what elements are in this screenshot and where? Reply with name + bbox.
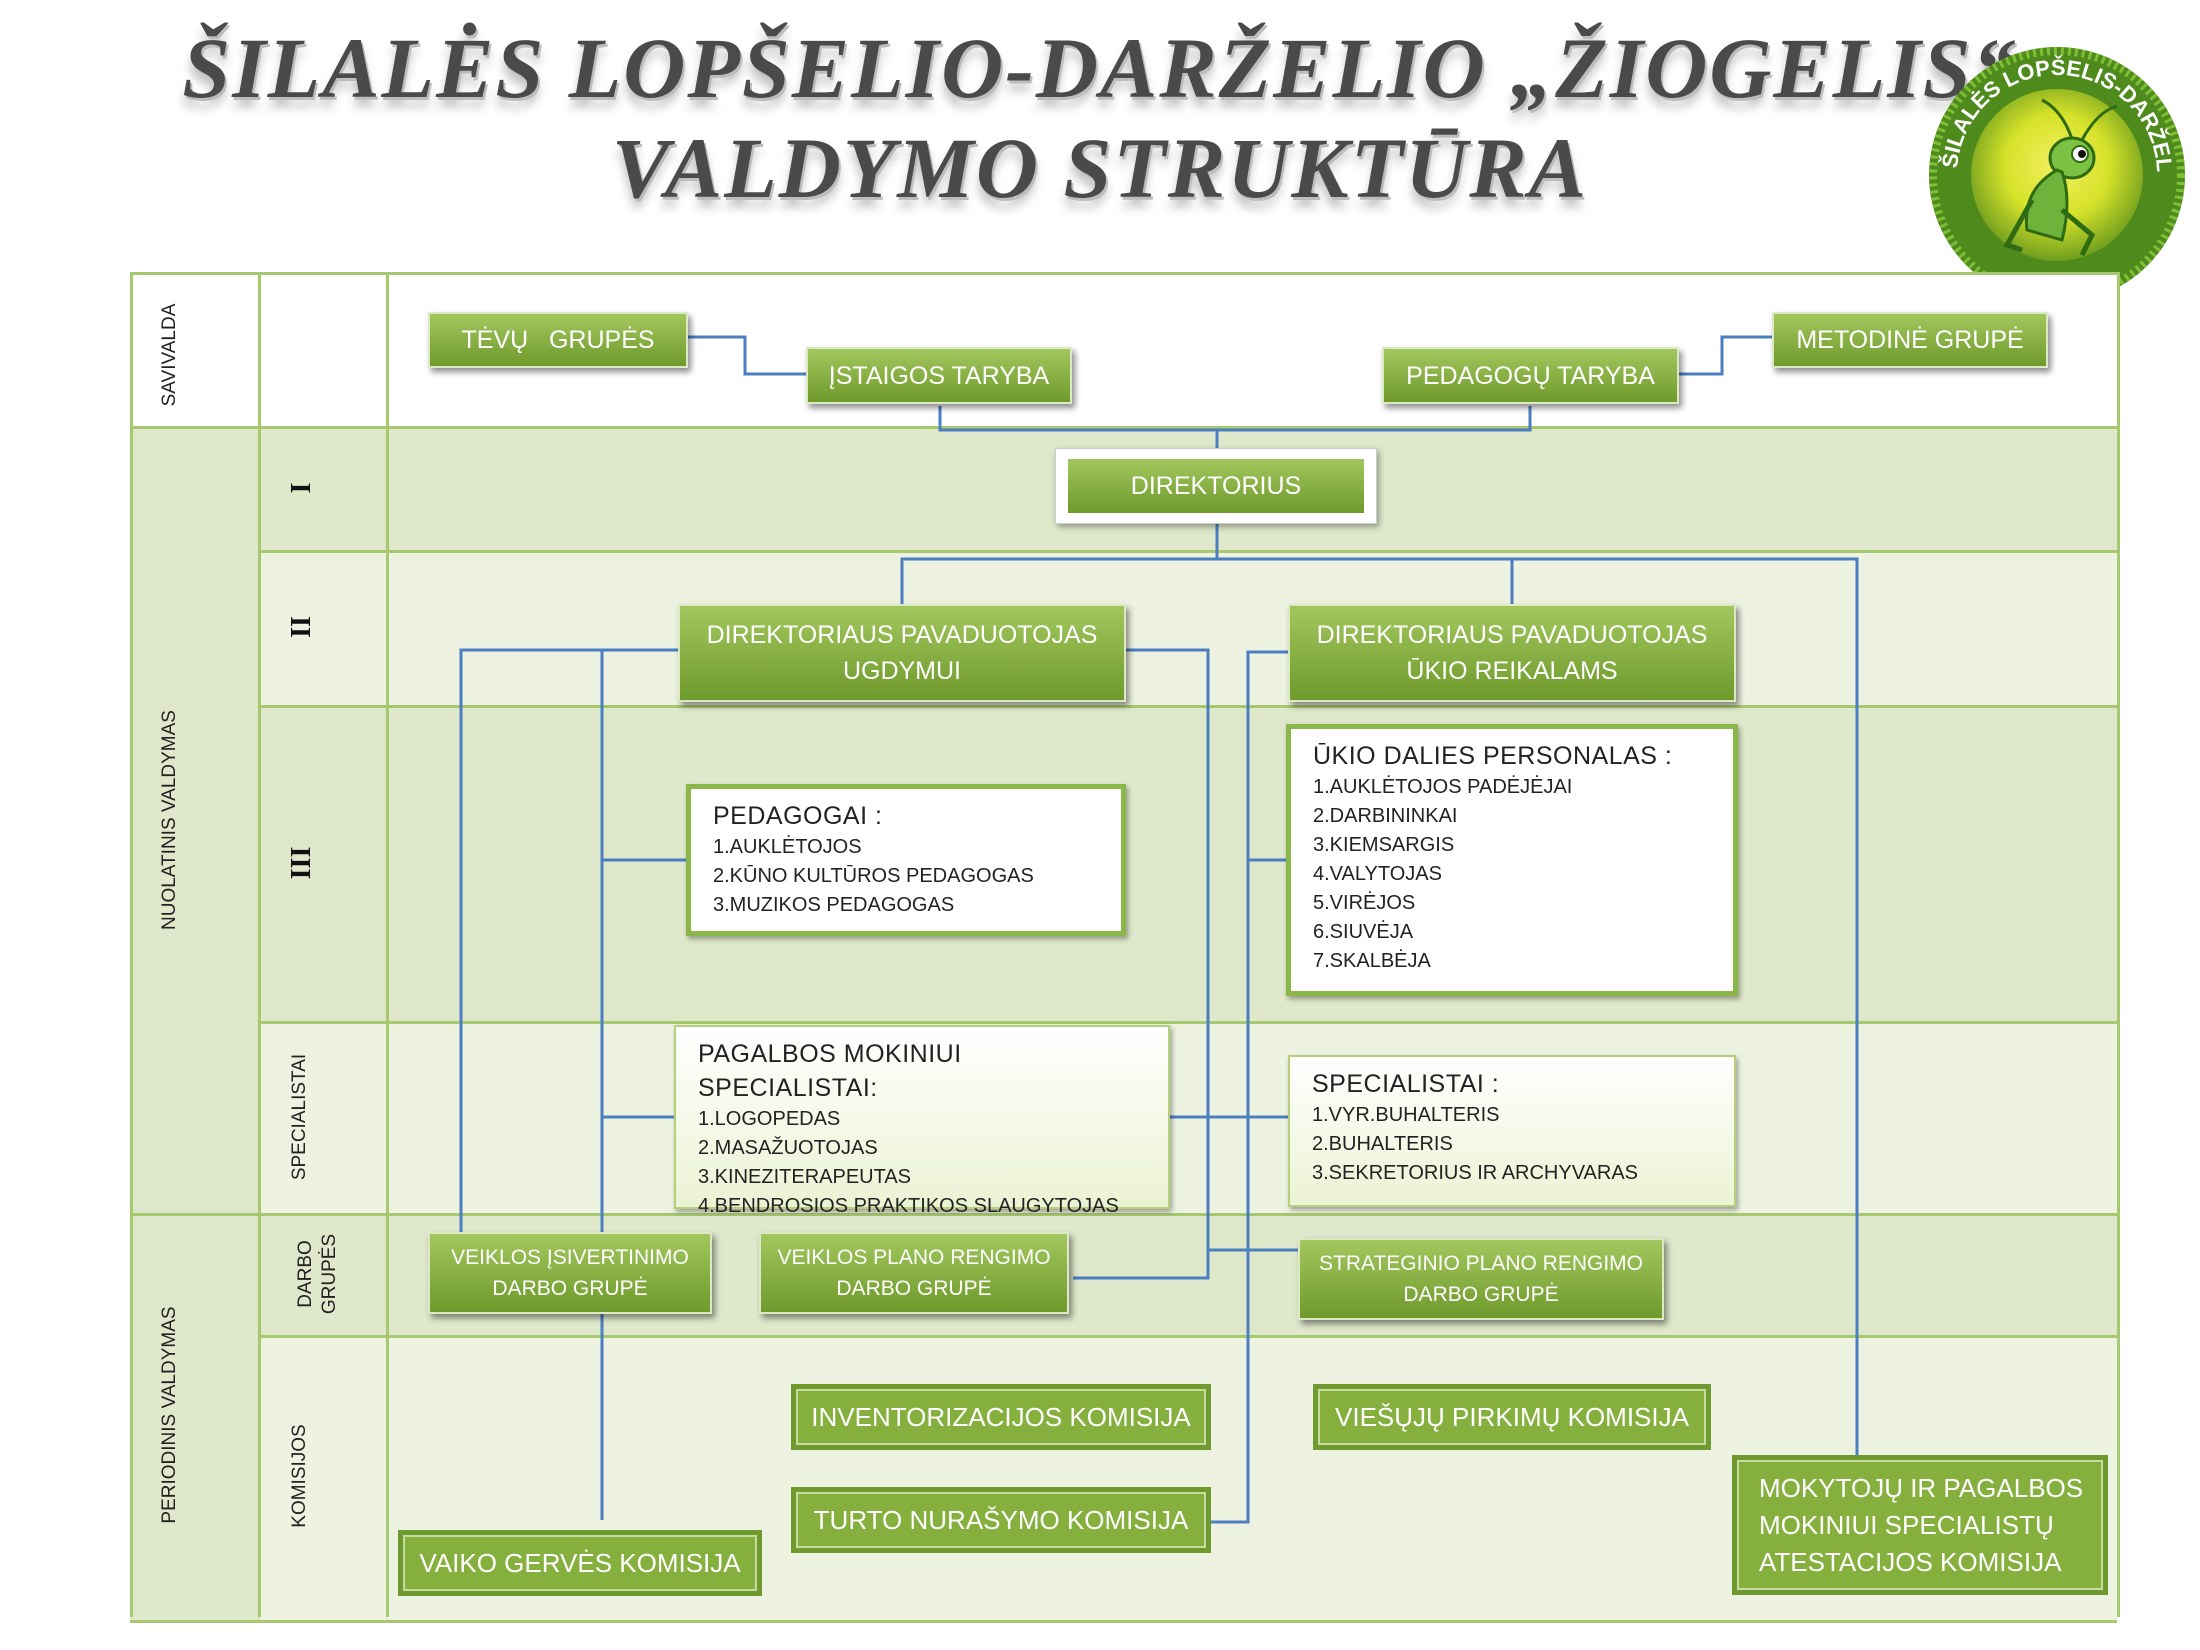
node-pedagogu-taryba-label: PEDAGOGŲ TARYBA <box>1406 361 1655 390</box>
list-item: 2.KŪNO KULTŪROS PEDAGOGAS <box>713 865 1034 887</box>
list-item: 2.DARBININKAI <box>1313 805 1458 827</box>
list-item: 1.AUKLĖTOJOS <box>713 836 862 858</box>
connector-tarybos-direktorius <box>938 406 1532 432</box>
connector-ugdymui-right <box>1073 648 1210 1280</box>
list-item: 3.KIEMSARGIS <box>1313 834 1455 856</box>
node-pagalbos-specialistai[interactable]: PAGALBOS MOKINIUI SPECIALISTAI: 1.LOGOPE… <box>674 1025 1170 1217</box>
list-item: 1.VYR.BUHALTERIS <box>1312 1104 1500 1126</box>
level-cell-3 <box>261 705 389 1027</box>
section-cell-periodinis <box>130 1213 261 1623</box>
content-column-border <box>386 272 2120 1617</box>
list-item: 5.VIRĖJOS <box>1313 892 1416 914</box>
ukio-personalas-title: ŪKIO DALIES PERSONALAS : <box>1313 742 1673 770</box>
list-item: 4.VALYTOJAS <box>1313 863 1442 885</box>
node-direktorius[interactable]: DIREKTORIUS <box>1055 448 1377 524</box>
list-item: 7.SKALBĖJA <box>1313 950 1431 972</box>
level-cell-komisijos <box>261 1335 389 1623</box>
list-item: 3.KINEZITERAPEUTAS <box>698 1166 912 1188</box>
section-cell-nuolatinis <box>130 426 261 1219</box>
node-tevu-grupes-label: TĖVŲ GRUPĖS <box>461 326 655 354</box>
row-level-1 <box>389 426 2117 556</box>
title-line-2: VALDYMO STRUKTŪRA <box>611 120 1589 216</box>
connector-ugdymui-left <box>459 648 680 1232</box>
kindergarten-logo: ŠILALĖS LOPŠELIS-DARŽELIS „ŽIOGELIS“ <box>1922 40 2185 303</box>
node-direktorius-label: DIREKTORIUS <box>1068 459 1364 513</box>
node-pedagogu-taryba[interactable]: PEDAGOGŲ TARYBA <box>1382 347 1679 404</box>
connector-tevu-istaigos <box>686 335 808 376</box>
row-level-2 <box>389 550 2117 711</box>
section-column-border <box>130 272 261 1617</box>
node-metodine-grupe-label: METODINĖ GRUPĖ <box>1796 326 2024 354</box>
node-turto-nurasymo-label: TURTO NURAŠYMO KOMISIJA <box>813 1504 1189 1535</box>
level-cell-savivalda <box>261 272 389 432</box>
list-item: 1.AUKLĖTOJOS PADĖJĖJAI <box>1313 776 1573 798</box>
node-specialistai[interactable]: SPECIALISTAI : 1.VYR.BUHALTERIS 2.BUHALT… <box>1288 1055 1736 1207</box>
node-istaigos-taryba[interactable]: ĮSTAIGOS TARYBA <box>806 347 1072 404</box>
node-viesuju-pirkimu-label: VIEŠŲJŲ PIRKIMŲ KOMISIJA <box>1335 1401 1689 1432</box>
list-item: 6.SIUVĖJA <box>1313 921 1414 943</box>
list-item: 2.MASAŽUOTOJAS <box>698 1137 878 1159</box>
section-cell-savivalda <box>130 272 261 432</box>
node-viesuju-pirkimu-komisija[interactable]: VIEŠŲJŲ PIRKIMŲ KOMISIJA <box>1313 1384 1711 1450</box>
list-item: 1.LOGOPEDAS <box>698 1108 841 1130</box>
node-ukio-personalas[interactable]: ŪKIO DALIES PERSONALAS : 1.AUKLĖTOJOS PA… <box>1286 724 1738 996</box>
connector-deputies-bar <box>900 557 1859 1490</box>
connector-ugdymui-trunk <box>600 648 604 1520</box>
list-item: 2.BUHALTERIS <box>1312 1133 1453 1155</box>
pagalbos-specialistai-title: PAGALBOS MOKINIUI SPECIALISTAI: <box>698 1040 962 1102</box>
node-inventorizacijos-komisija[interactable]: INVENTORIZACIJOS KOMISIJA <box>791 1384 1211 1450</box>
connector-ukio-left <box>1210 650 1288 1524</box>
pedagogai-title: PEDAGOGAI : <box>713 802 883 830</box>
list-item: 4.BENDROSIOS PRAKTIKOS SLAUGYTOJAS <box>698 1195 1119 1217</box>
title-line-1: ŠILALĖS LOPŠELIO-DARŽELIO „ŽIOGELIS“ <box>182 20 2018 116</box>
level-cell-darbo <box>261 1213 389 1341</box>
node-istaigos-taryba-label: ĮSTAIGOS TARYBA <box>828 361 1050 390</box>
node-tevu-grupes[interactable]: TĖVŲ GRUPĖS <box>428 312 688 368</box>
connector-metodine-pedagogu <box>1677 335 1772 376</box>
node-metodine-grupe[interactable]: METODINĖ GRUPĖ <box>1772 312 2048 368</box>
node-inventorizacijos-label: INVENTORIZACIJOS KOMISIJA <box>811 1401 1191 1432</box>
node-vaiko-gerves-label: VAIKO GERVĖS KOMISIJA <box>419 1547 741 1578</box>
node-vaiko-gerves-komisija[interactable]: VAIKO GERVĖS KOMISIJA <box>398 1530 762 1596</box>
row-level-3 <box>389 705 2117 1027</box>
level-cell-specialistai <box>261 1021 389 1219</box>
node-pedagogai[interactable]: PEDAGOGAI : 1.AUKLĖTOJOS 2.KŪNO KULTŪROS… <box>686 784 1126 936</box>
list-item: 3.SEKRETORIUS IR ARCHYVARAS <box>1312 1162 1639 1184</box>
specialistai-title: SPECIALISTAI : <box>1312 1070 1500 1098</box>
node-turto-nurasymo-komisija[interactable]: TURTO NURAŠYMO KOMISIJA <box>791 1487 1211 1553</box>
list-item: 3.MUZIKOS PEDAGOGAS <box>713 894 955 916</box>
